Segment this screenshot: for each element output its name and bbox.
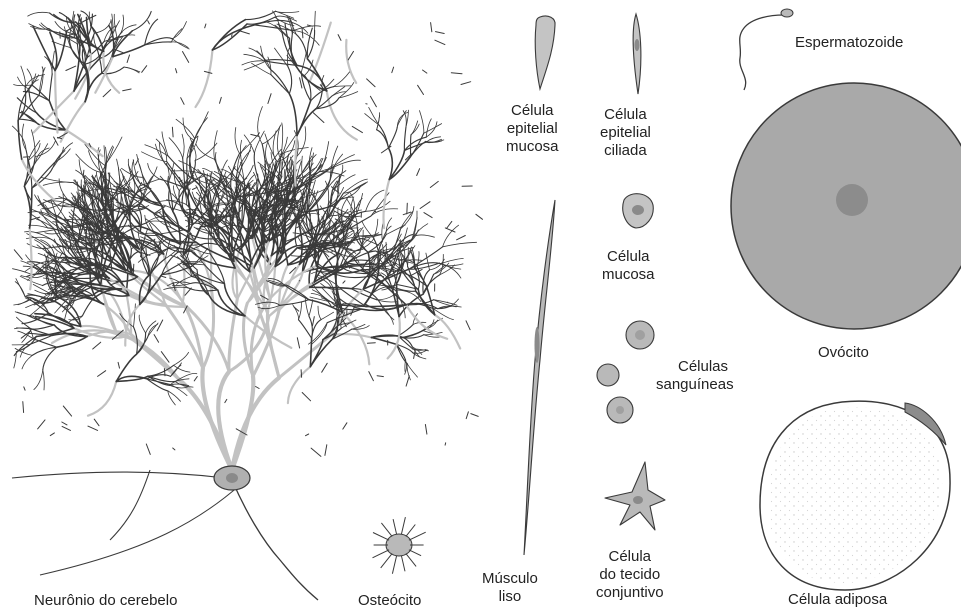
label-ciliated-epithelial-cell: Célula epitelial ciliada (600, 106, 651, 160)
blood-cells-drawing (597, 321, 654, 423)
neuron-axon (232, 480, 318, 600)
ciliated-epithelial-cell (633, 14, 641, 94)
smooth-muscle-nucleus (535, 327, 540, 363)
label-smooth-muscle: Músculo liso (482, 570, 538, 606)
sperm-drawing (740, 9, 793, 90)
label-mucous-cell: Célula mucosa (602, 248, 655, 284)
ciliated-epithelial-nucleus (635, 39, 640, 51)
label-osteocyte: Osteócito (358, 592, 421, 609)
mucous-epithelial-cell (535, 16, 555, 89)
connective-tissue-nucleus (633, 496, 643, 504)
osteocyte-drawing (373, 517, 426, 574)
dendritic-tree (12, 11, 482, 470)
oocyte-nucleus (836, 184, 868, 216)
purkinje-neuron-drawing (12, 11, 483, 600)
label-neuron: Neurônio do cerebelo (34, 592, 177, 609)
connective-tissue-cell (605, 462, 665, 530)
neuron-axon-collateral-2 (40, 485, 240, 575)
mucous-cell-nucleus (632, 205, 644, 215)
label-sperm: Espermatozoide (795, 34, 903, 52)
label-blood-cells: Células sanguíneas (656, 358, 734, 394)
label-mucous-epithelial-cell: Célula epitelial mucosa (506, 102, 559, 156)
neuron-nucleus (226, 473, 238, 483)
label-connective-tissue-cell: Célula do tecido conjuntivo (596, 548, 664, 602)
label-adipose-cell: Célula adiposa (788, 591, 887, 609)
neuron-axon-collateral (12, 470, 225, 540)
label-oocyte: Ovócito (818, 344, 869, 362)
smooth-muscle-cell (524, 200, 555, 555)
